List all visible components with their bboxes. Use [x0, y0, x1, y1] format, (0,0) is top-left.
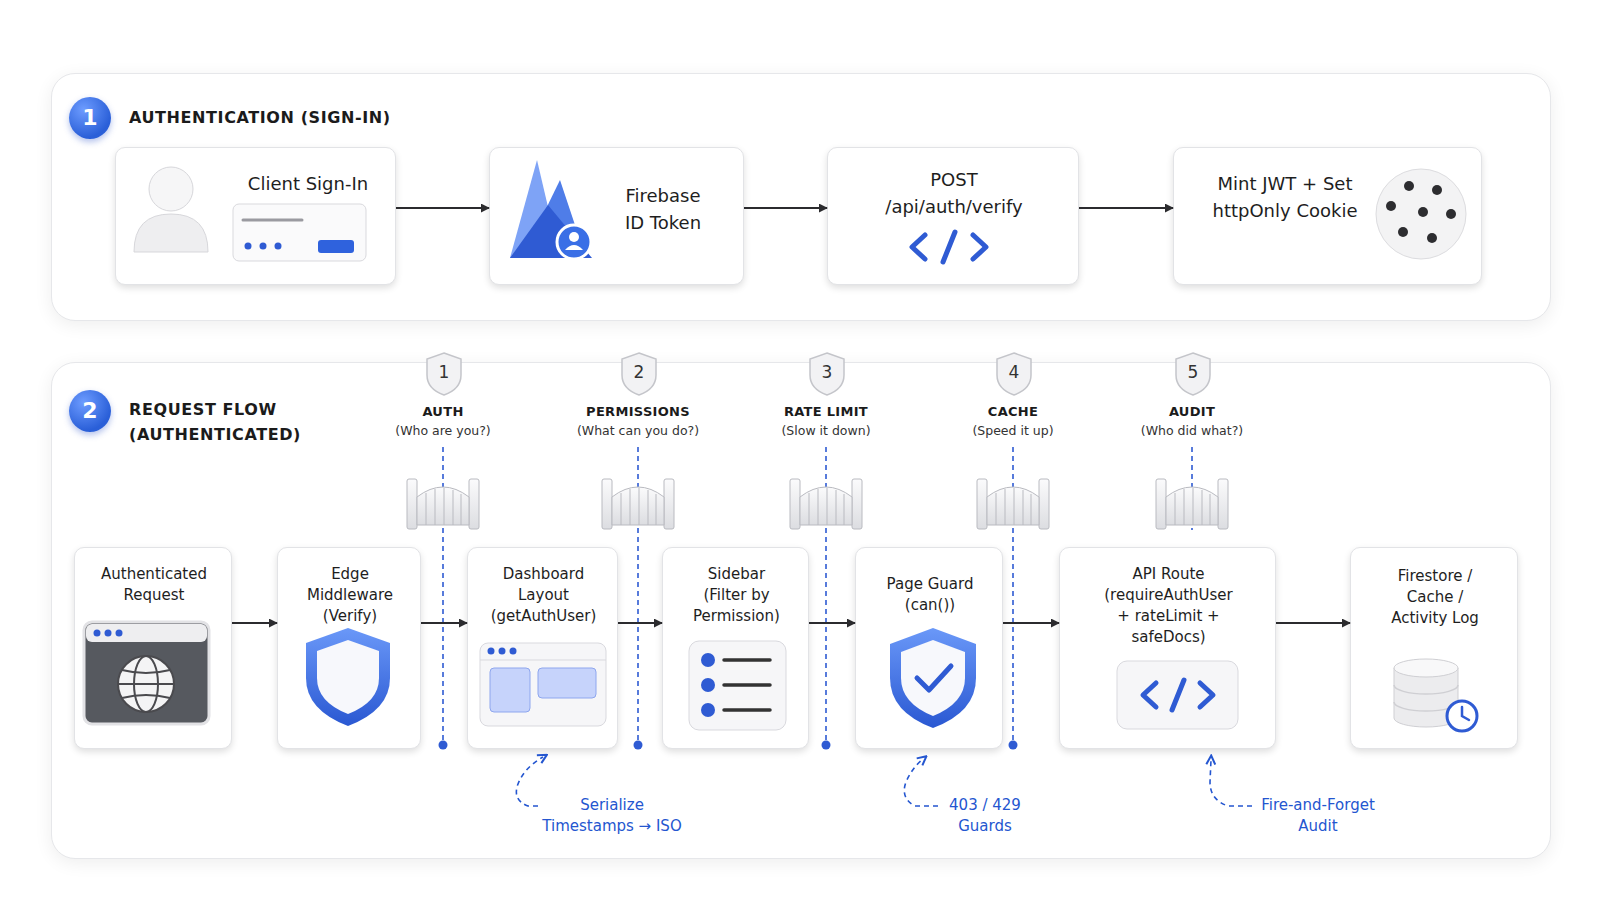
- process-box: Mint JWT + Set httpOnly Cookie: [1173, 147, 1482, 285]
- step-number: 3: [807, 361, 847, 383]
- section-heading: AUTHENTICATION (SIGN-IN): [129, 105, 549, 130]
- step-number: 2: [619, 361, 659, 383]
- process-box: Firebase ID Token: [489, 147, 744, 285]
- box-label: Page Guard (can()): [870, 574, 990, 616]
- process-box: Authenticated Request: [74, 547, 232, 749]
- section-number: 1: [69, 97, 111, 139]
- process-box: Edge Middleware (Verify): [277, 547, 421, 749]
- box-label: Client Sign-In: [228, 170, 388, 197]
- step-number: 1: [424, 361, 464, 383]
- section-badge: 2: [69, 390, 111, 432]
- box-label: Firestore / Cache / Activity Log: [1385, 566, 1485, 629]
- box-label: POST /api/auth/verify: [869, 166, 1039, 220]
- section-heading: REQUEST FLOW (AUTHENTICATED): [129, 397, 319, 447]
- process-box: POST /api/auth/verify: [827, 147, 1079, 285]
- step-shield: 4: [994, 351, 1034, 397]
- process-box: Firestore / Cache / Activity Log: [1350, 547, 1518, 749]
- process-box: Sidebar (Filter by Permission): [662, 547, 809, 749]
- step-number: 4: [994, 361, 1034, 383]
- section-badge: 1: [69, 97, 111, 139]
- box-label: Mint JWT + Set httpOnly Cookie: [1210, 170, 1360, 224]
- section-panel: AUTHENTICATION (SIGN-IN) 1Client Sign-In F…: [51, 73, 1551, 321]
- section-panel: REQUEST FLOW (AUTHENTICATED) 2 1 2 3 4 5Authen…: [51, 362, 1551, 859]
- box-label: Firebase ID Token: [615, 182, 711, 236]
- section-number: 2: [69, 390, 111, 432]
- box-label: Edge Middleware (Verify): [300, 564, 400, 627]
- box-label: Dashboard Layout (getAuthUser): [486, 564, 601, 627]
- box-label: API Route (requireAuthUser + rateLimit +…: [1098, 564, 1239, 648]
- process-box: Page Guard (can()): [855, 547, 1003, 749]
- step-shield: 3: [807, 351, 847, 397]
- step-number: 5: [1173, 361, 1213, 383]
- process-box: Dashboard Layout (getAuthUser): [467, 547, 618, 749]
- step-shield: 1: [424, 351, 464, 397]
- box-label: Authenticated Request: [84, 564, 224, 606]
- box-label: Sidebar (Filter by Permission): [687, 564, 786, 627]
- step-shield: 5: [1173, 351, 1213, 397]
- process-box: Client Sign-In: [115, 147, 396, 285]
- process-box: API Route (requireAuthUser + rateLimit +…: [1059, 547, 1276, 749]
- step-shield: 2: [619, 351, 659, 397]
